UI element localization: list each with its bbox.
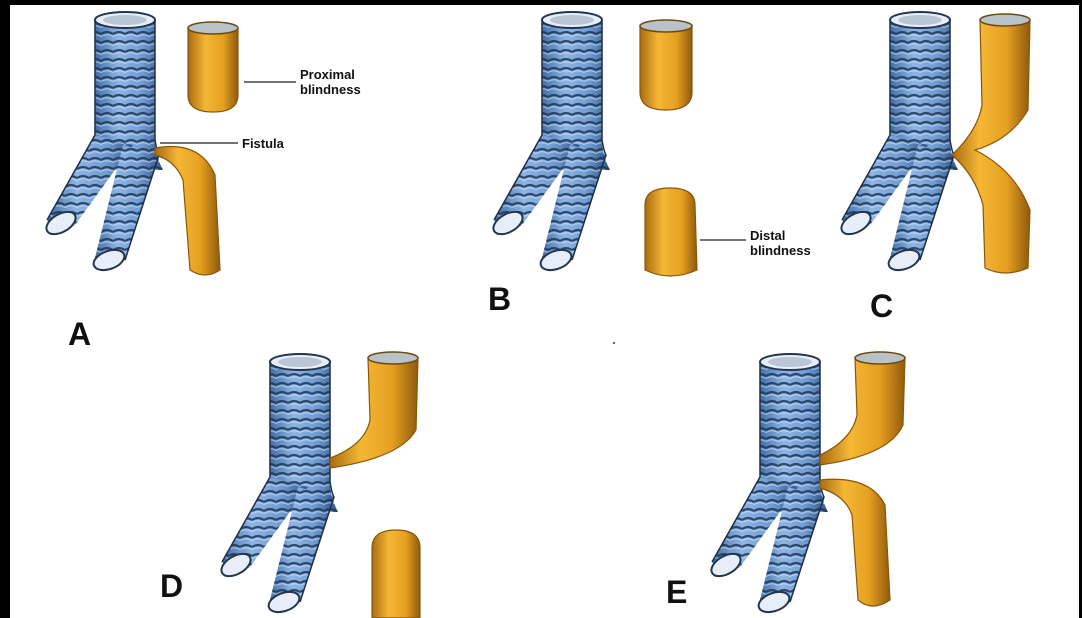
- panel-c-drawing: [838, 12, 1030, 274]
- distal-label-line2: blindness: [750, 243, 811, 258]
- proximal-blindness-label: Proximal blindness: [300, 67, 361, 97]
- proximal-label-line2: blindness: [300, 82, 361, 97]
- panel-e-drawing: [708, 352, 905, 616]
- panel-b-drawing: [490, 12, 697, 276]
- fistula-label: Fistula: [242, 136, 284, 151]
- esophagus-icon: [952, 14, 1030, 273]
- panel-d-drawing: [218, 352, 420, 618]
- panel-label-e: E: [666, 576, 687, 608]
- panel-label-c: C: [870, 290, 893, 322]
- trachea-icon: [43, 12, 163, 274]
- esophagus-icon: [155, 22, 238, 275]
- esophagus-icon: [820, 352, 905, 606]
- panel-label-b: B: [488, 283, 511, 315]
- esophagus-icon: [330, 352, 420, 618]
- panel-label-d: D: [160, 570, 183, 602]
- trachea-icon: [708, 354, 828, 616]
- esophagus-icon: [640, 20, 697, 276]
- trachea-icon: [838, 12, 958, 274]
- panel-label-a: A: [68, 318, 91, 350]
- stray-dot: [613, 342, 615, 344]
- distal-blindness-label: Distal blindness: [750, 228, 811, 258]
- trachea-icon: [218, 354, 338, 616]
- proximal-label-line1: Proximal: [300, 67, 361, 82]
- distal-label-line1: Distal: [750, 228, 811, 243]
- trachea-icon: [490, 12, 610, 274]
